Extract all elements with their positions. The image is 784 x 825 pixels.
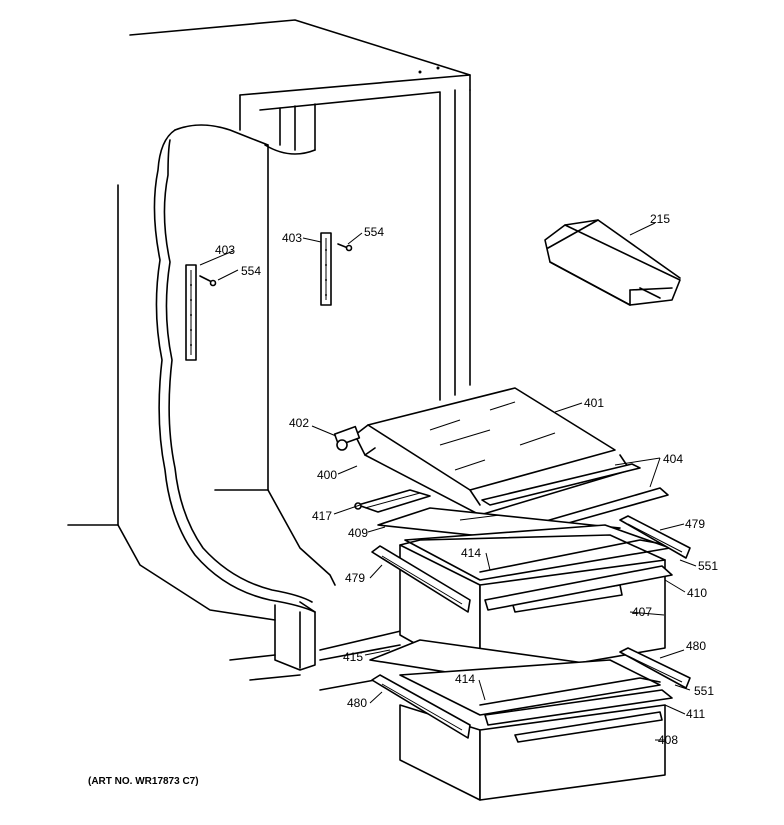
callout-labels: 215 401 402 400 403 554 403 554 404 417 … <box>215 212 718 747</box>
callout-554-left: 554 <box>241 264 261 278</box>
callout-403-left: 403 <box>215 243 235 257</box>
cabinet-body <box>67 19 471 691</box>
callout-401: 401 <box>584 396 604 410</box>
slide-rail-479-left <box>371 545 471 613</box>
callout-480-right: 480 <box>686 639 706 653</box>
art-number: (ART NO. WR17873 C7) <box>88 776 199 787</box>
callout-414-upper: 414 <box>461 546 481 560</box>
callout-402: 402 <box>289 416 309 430</box>
callout-410: 410 <box>687 586 707 600</box>
slide-rail-480-right <box>619 647 691 689</box>
callout-479-right: 479 <box>685 517 705 531</box>
callout-551-upper: 551 <box>698 559 718 573</box>
callout-417: 417 <box>312 509 332 523</box>
callout-415: 415 <box>343 650 363 664</box>
callout-404: 404 <box>663 452 683 466</box>
callout-480-left: 480 <box>347 696 367 710</box>
callout-411: 411 <box>686 707 705 721</box>
callout-407: 407 <box>632 605 652 619</box>
screw-right <box>337 243 353 252</box>
callout-551-lower: 551 <box>694 684 714 698</box>
shelf-bracket <box>333 425 361 451</box>
shelf-support-right <box>320 232 332 306</box>
door-bin <box>544 219 681 306</box>
slide-rail-cover-410 <box>484 565 673 611</box>
slide-rail-cover-411 <box>484 689 673 726</box>
callout-554-right: 554 <box>364 225 384 239</box>
slide-rail-479-right <box>619 515 691 559</box>
glass-shelf <box>367 387 616 491</box>
shelf-support-left <box>185 264 197 361</box>
callout-414-lower: 414 <box>455 672 475 686</box>
callout-215: 215 <box>650 212 670 226</box>
callout-400: 400 <box>317 468 337 482</box>
shelf-trim-upper <box>481 463 641 506</box>
callout-408: 408 <box>658 733 678 747</box>
callout-479-left: 479 <box>345 571 365 585</box>
callout-409: 409 <box>348 526 368 540</box>
lower-crisper-frame <box>399 659 661 716</box>
callout-403-right: 403 <box>282 231 302 245</box>
screw-left <box>199 275 217 287</box>
slide-rail-480-left <box>371 674 471 739</box>
leader-lines <box>199 222 697 741</box>
rail-417 <box>354 489 431 513</box>
